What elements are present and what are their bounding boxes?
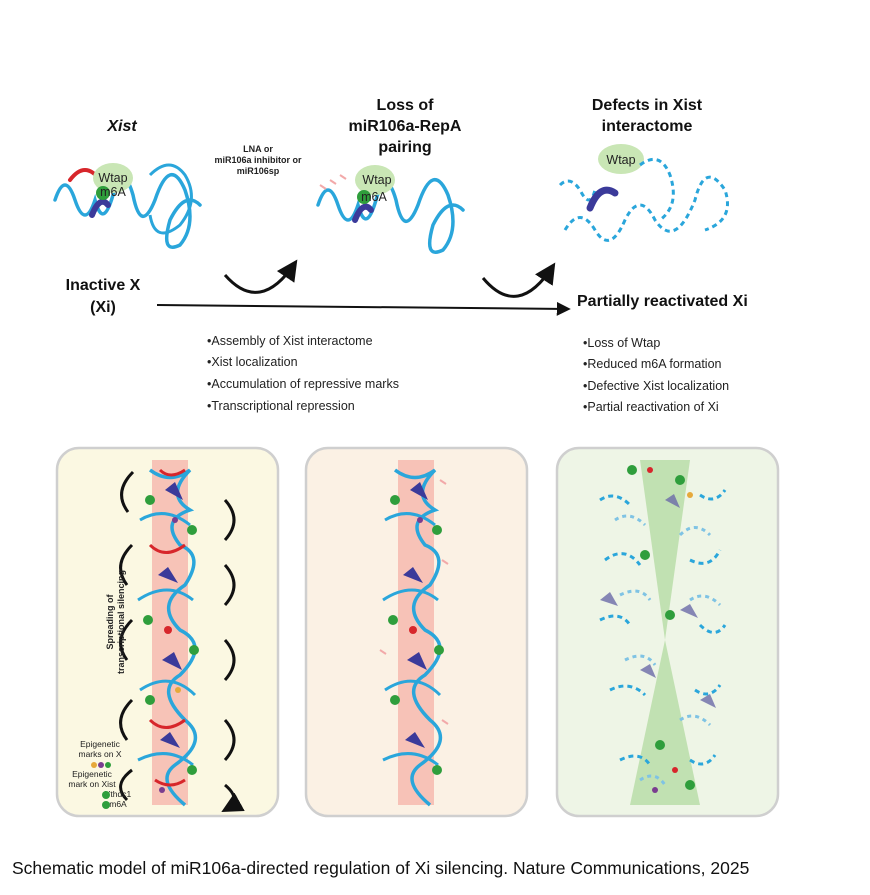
stage-2-title-line1: Loss of: [377, 97, 435, 114]
left-bullet-1: •Assembly of Xist interactome: [207, 334, 373, 348]
inhibitor-line1: LNA or: [243, 144, 273, 154]
stage-1-xist-rna: Wtap m6A: [53, 163, 202, 249]
inactive-x-label-line1: Inactive X: [66, 277, 141, 294]
wtap-blob: [93, 163, 133, 193]
legend-mark-xist-line1: Epigenetic: [72, 769, 112, 779]
left-bullet-4: •Transcriptional repression: [207, 399, 355, 413]
stage-3-wtap-label: Wtap: [606, 153, 635, 167]
stage-2-title-line2: miR106a-RepA: [349, 118, 462, 135]
legend-mark-xist-line2: mark on Xist: [68, 779, 116, 789]
spreading-label-line1: Spreading of: [105, 594, 115, 650]
legend-marks-x-line2: marks on X: [79, 749, 122, 759]
inactive-x-label-line2: (Xi): [90, 299, 116, 316]
stage-1-wtap-label: Wtap: [98, 171, 127, 185]
stage-2-wtap-label: Wtap: [362, 173, 391, 187]
right-bullet-3: •Defective Xist localization: [583, 379, 729, 393]
curved-arrow-1: [223, 259, 298, 294]
stage-3-fragmented-xist: Wtap: [558, 144, 729, 242]
inhibitor-line2: miR106a inhibitor or: [214, 155, 302, 165]
stage-1-m6a-label: m6A: [100, 185, 126, 199]
right-bullet-2: •Reduced m6A formation: [583, 357, 722, 371]
stage-3-title-line2: interactome: [602, 118, 693, 135]
m6a-dot: [96, 186, 110, 200]
progression-arrow: [156, 301, 571, 316]
stage-2-xist-rna: Wtap m6A: [316, 165, 465, 254]
left-bullet-3: •Accumulation of repressive marks: [207, 377, 399, 391]
legend-marks-x-line1: Epigenetic: [80, 739, 120, 749]
stage-2-title-line3: pairing: [378, 139, 431, 156]
stage-1-title: Xist: [106, 118, 137, 135]
panel-defective-interactome: [555, 446, 780, 818]
inhibitor-line3: miR106sp: [237, 166, 280, 176]
stage-2-m6a-label: m6A: [361, 190, 387, 204]
wtap-blob: [598, 144, 644, 174]
figure-caption: Schematic model of miR106a-directed regu…: [12, 858, 750, 878]
legend-mark-xist-line3: Ythdc1: [105, 789, 132, 799]
right-bullet-1: •Loss of Wtap: [583, 336, 660, 350]
legend-mark-xist-line4: m6A: [109, 799, 127, 809]
curved-arrow-2: [481, 262, 556, 298]
panel-xist-coated-x: Spreading of transcriptional silencing E…: [55, 446, 280, 816]
spreading-label-line2: transcriptional silencing: [116, 570, 126, 674]
left-bullet-2: •Xist localization: [207, 355, 298, 369]
stage-3-title-line1: Defects in Xist: [592, 97, 703, 114]
wtap-blob: [355, 165, 395, 195]
m6a-dot: [357, 190, 371, 204]
right-bullet-4: •Partial reactivation of Xi: [583, 400, 719, 414]
panel-loss-of-pairing: [304, 446, 529, 818]
partially-reactivated-label: Partially reactivated Xi: [577, 293, 748, 310]
